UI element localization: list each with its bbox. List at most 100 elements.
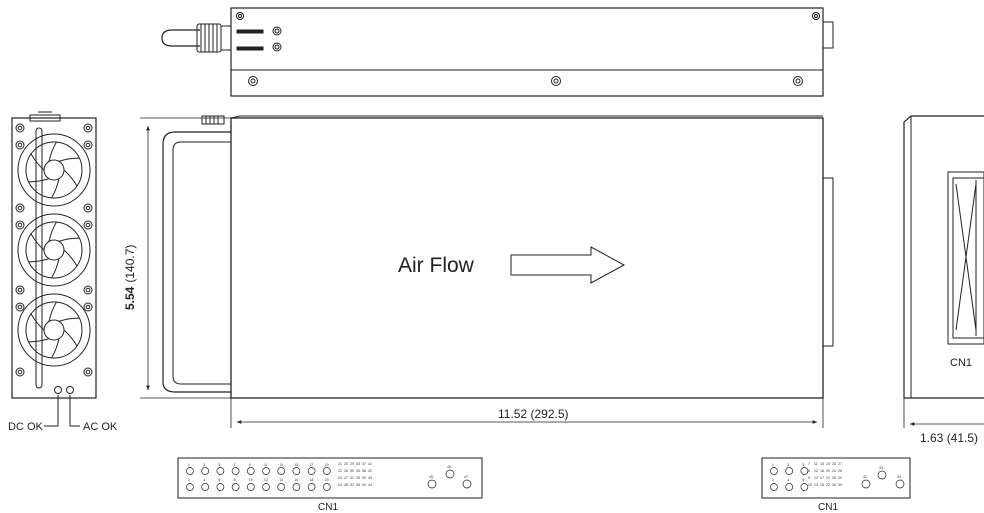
contact-number: 24	[338, 483, 342, 487]
screw-icon	[83, 140, 93, 150]
contact-number: 28	[344, 483, 348, 487]
screw-icon	[15, 123, 25, 133]
pin-number: 12	[264, 478, 268, 482]
pin-number: 48	[447, 465, 451, 469]
connector-pin	[277, 483, 286, 491]
contact-number: 43	[368, 476, 372, 480]
contact-number: 38	[362, 469, 366, 473]
contact-number: 29	[350, 462, 354, 466]
connector-pin	[800, 483, 809, 491]
contact-number: 32	[350, 483, 354, 487]
fan-icon	[17, 213, 91, 287]
pin-number: 8	[234, 478, 236, 482]
connector-pin	[895, 479, 905, 489]
contact-number: 27	[838, 462, 842, 466]
contact-number: 25	[344, 462, 348, 466]
contact-number: 19	[826, 462, 830, 466]
connector-pin	[322, 467, 331, 475]
length-dimension-text: 11.52 (292.5)	[498, 407, 569, 421]
side-view	[162, 115, 834, 399]
cn1-left-label: CN1	[318, 502, 338, 513]
pin-number: 19	[325, 463, 329, 467]
connector-pin	[277, 467, 286, 475]
contact-number: 21	[338, 462, 342, 466]
connector-pin	[231, 467, 240, 475]
pin-number: 2	[772, 478, 774, 482]
contact-number: 9	[808, 476, 810, 480]
connector-pin	[307, 483, 316, 491]
contact-number: 22	[338, 469, 342, 473]
contact-number: 35	[356, 476, 360, 480]
contact-number: 30	[350, 469, 354, 473]
connector-pin	[861, 479, 871, 489]
contact-number: 22	[826, 483, 830, 487]
contact-number: 15	[820, 462, 824, 466]
dc-ok-label: DC OK	[8, 421, 44, 433]
screw-icon	[15, 285, 25, 295]
connector-pin	[231, 483, 240, 491]
fan-icon	[17, 133, 91, 207]
connector-pin	[246, 467, 255, 475]
pin-number: 20	[325, 478, 329, 482]
contact-number: 44	[368, 483, 372, 487]
length-dimension	[230, 398, 824, 428]
screw-icon	[15, 367, 25, 377]
connector-pin	[246, 483, 255, 491]
connector-outline	[761, 457, 911, 499]
pin-number: 34	[897, 475, 901, 479]
ac-ok-label: AC OK	[83, 421, 118, 433]
contact-number: 12	[814, 469, 818, 473]
pin-number: 18	[310, 478, 314, 482]
connector-pin	[186, 467, 194, 475]
height-dimension-inches: 5.54	[123, 286, 137, 310]
contact-number: 31	[350, 476, 354, 480]
connector-pin	[307, 467, 316, 475]
contact-number: 26	[832, 483, 836, 487]
cn1-right-label: CN1	[818, 502, 838, 513]
contact-number: 36	[356, 483, 360, 487]
contact-number: 11	[814, 462, 818, 466]
pin-number: 15	[294, 463, 298, 467]
pin-number: 6	[802, 478, 804, 482]
contact-number: 23	[338, 476, 342, 480]
contact-number: 8	[808, 469, 810, 473]
contact-number: 29	[838, 476, 842, 480]
connector-pin	[462, 479, 472, 489]
connector-pin	[201, 483, 210, 491]
connector-pin	[292, 483, 301, 491]
contact-number: 17	[820, 476, 824, 480]
contact-number: 25	[832, 476, 836, 480]
screw-icon	[15, 220, 25, 230]
pin-number: 13	[279, 463, 283, 467]
connector-pin	[877, 470, 887, 480]
connector-pin	[785, 467, 794, 475]
contact-number: 24	[832, 469, 836, 473]
contact-number: 13	[814, 476, 818, 480]
pin-number: 3	[787, 463, 789, 467]
connector-pin	[785, 483, 794, 491]
contact-number: 30	[838, 483, 842, 487]
contact-number: 16	[820, 469, 824, 473]
connector-pin	[201, 467, 210, 475]
screw-icon	[83, 302, 93, 312]
screw-icon	[15, 302, 25, 312]
fan-icon	[17, 293, 91, 367]
width-dimension-text: 1.63 (41.5)	[920, 431, 978, 445]
connector-pin	[216, 467, 225, 475]
pin-number: 14	[279, 478, 283, 482]
connector-pin	[292, 467, 301, 475]
air-flow-label: Air Flow	[398, 254, 475, 277]
connector-pin	[216, 483, 225, 491]
pin-number: 16	[294, 478, 298, 482]
connector-outline	[177, 457, 483, 499]
screw-icon	[15, 203, 25, 213]
pin-number: 33	[879, 466, 883, 470]
pin-number: 32	[863, 475, 867, 479]
connector-pin	[445, 469, 455, 479]
screw-icon	[83, 367, 93, 377]
connector-pin	[322, 483, 331, 491]
connector-pin	[800, 467, 809, 475]
height-dimension-text: 5.54(140.7)	[123, 245, 137, 310]
